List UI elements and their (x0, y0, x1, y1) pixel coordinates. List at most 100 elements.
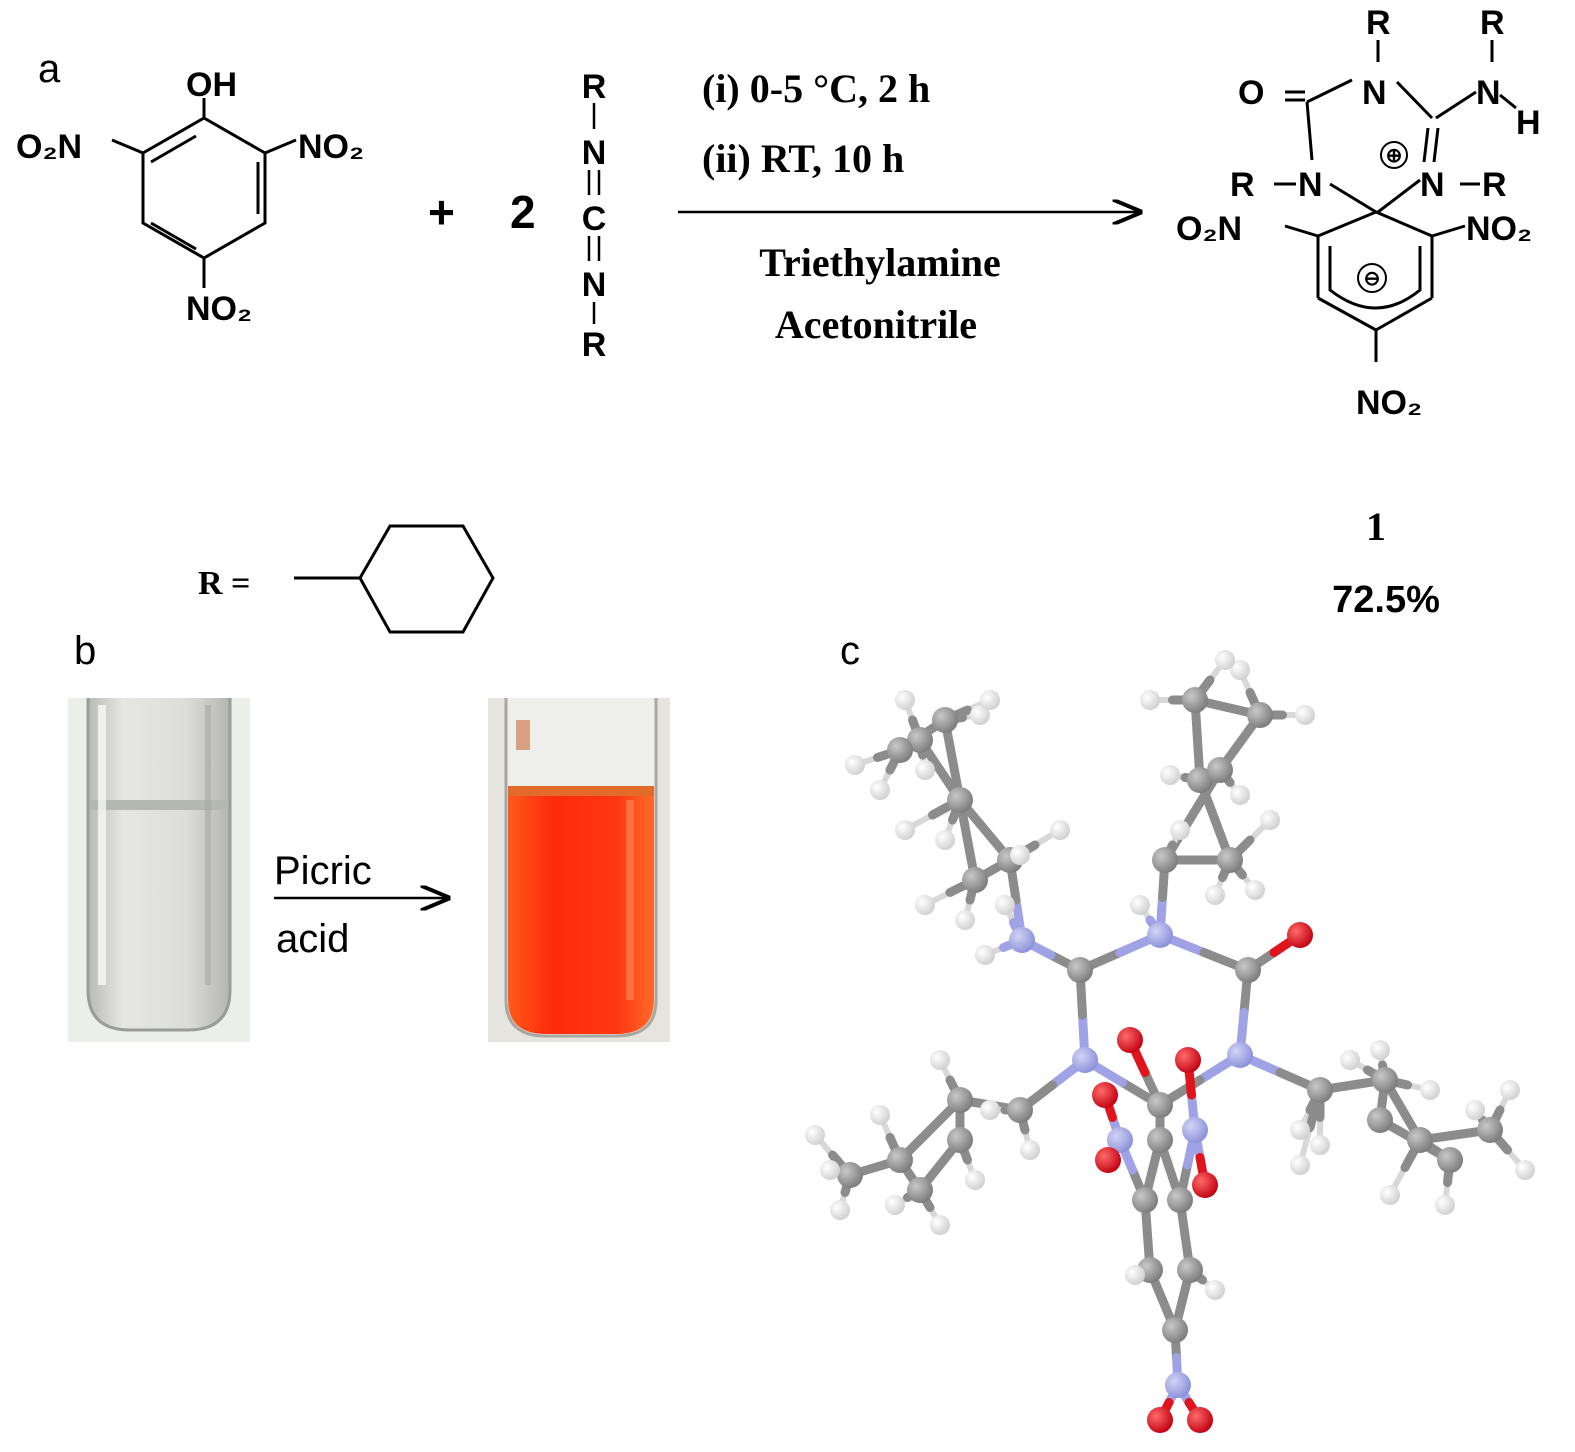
carbon-atom (1187, 767, 1213, 793)
carbodiimide-r-bottom: R (582, 326, 607, 364)
hydrogen-atom (870, 780, 890, 800)
carbon-atom (1177, 1257, 1203, 1283)
carbon-atom (837, 1162, 863, 1188)
hydrogen-atom (930, 1050, 950, 1070)
panel-label-c: c (840, 629, 860, 673)
compound-number: 1 (1366, 504, 1386, 549)
hydrogen-atom (1230, 660, 1250, 680)
carbon-atom (907, 1177, 933, 1203)
carbon-atom (1147, 1127, 1173, 1153)
nitrogen-atom (1182, 1117, 1208, 1143)
carbon-atom (1235, 957, 1261, 983)
hydrogen-atom (1515, 1160, 1535, 1180)
carbon-atom (1367, 1107, 1393, 1133)
product-label-h: H (1516, 104, 1541, 142)
hydrogen-atom (1215, 650, 1235, 670)
product-label-n1: N (1362, 74, 1387, 112)
hydrogen-atom (870, 1105, 890, 1125)
coefficient: 2 (510, 186, 536, 238)
product-label-r-right: R (1482, 166, 1507, 204)
product-label-r-top1: R (1366, 4, 1391, 42)
oxygen-atom (1187, 1407, 1213, 1433)
carbon-atom (1307, 1077, 1333, 1103)
nitrogen-atom (1009, 927, 1035, 953)
hydrogen-atom (1500, 1080, 1520, 1100)
carbon-atom (1407, 1127, 1433, 1153)
hydrogen-atom (1290, 1155, 1310, 1175)
hydrogen-atom (915, 895, 935, 915)
carbodiimide-n-top: N (582, 134, 607, 172)
panel-label-a: a (38, 47, 61, 91)
oxygen-atom (1192, 1172, 1218, 1198)
positive-charge: ⊕ (1386, 145, 1403, 167)
hydrogen-atom (895, 690, 915, 710)
condition-solvent: Acetonitrile (775, 302, 977, 347)
test-tube-before (68, 698, 250, 1042)
hydrogen-atom (975, 945, 995, 965)
nitrogen-atom (1072, 1047, 1098, 1073)
hydrogen-atom (930, 1215, 950, 1235)
hydrogen-atom (1130, 895, 1150, 915)
nitrogen-atom (1227, 1042, 1253, 1068)
carbon-atom (1182, 687, 1208, 713)
hydrogen-atom (1160, 765, 1180, 785)
hydrogen-atom (980, 690, 1000, 710)
hydrogen-atom (1140, 690, 1160, 710)
condition-step2: (ii) RT, 10 h (702, 136, 904, 181)
carbon-atom (947, 1087, 973, 1113)
nitrogen-atom (1147, 922, 1173, 948)
hydrogen-atom (1465, 1100, 1485, 1120)
nitrogen-atom (1107, 1127, 1133, 1153)
carbon-atom (1162, 1317, 1188, 1343)
carbon-atom (1147, 1092, 1173, 1118)
nitrogen-atom (1165, 1372, 1191, 1398)
hydrogen-atom (1125, 1265, 1145, 1285)
hydrogen-atom (1230, 785, 1250, 805)
product-label-n2: N (1298, 166, 1323, 204)
carbon-atom (1372, 1067, 1398, 1093)
test-tube-after (488, 698, 670, 1042)
hydrogen-atom (995, 895, 1015, 915)
hydrogen-atom (1020, 1140, 1040, 1160)
hydrogen-atom (980, 1100, 1000, 1120)
carbon-atom (1437, 1147, 1463, 1173)
oxygen-atom (1175, 1047, 1201, 1073)
oxygen-atom (1117, 1027, 1143, 1053)
hydrogen-atom (955, 910, 975, 930)
hydrogen-atom (1245, 880, 1265, 900)
hydrogen-atom (820, 1160, 840, 1180)
carbodiimide-r-top: R (582, 68, 607, 106)
plus-sign: + (428, 186, 455, 238)
picric-oh-label: OH (186, 66, 237, 104)
hydrogen-atom (970, 705, 990, 725)
hydrogen-atom (1295, 705, 1315, 725)
hydrogen-atom (935, 830, 955, 850)
product-label-n3: N (1420, 166, 1445, 204)
oxygen-atom (1147, 1407, 1173, 1433)
hydrogen-atom (1370, 1040, 1390, 1060)
picric-no2-left-label: O₂N (16, 128, 82, 166)
product-label-r-left: R (1230, 166, 1255, 204)
carbon-atom (907, 727, 933, 753)
picric-acid-structure (111, 98, 297, 288)
carbon-atom (1167, 1187, 1193, 1213)
hydrogen-atom (1205, 1280, 1225, 1300)
carbon-atom (947, 787, 973, 813)
carbon-atom (1217, 847, 1243, 873)
hydrogen-atom (845, 755, 865, 775)
hydrogen-atom (1310, 1135, 1330, 1155)
carbodiimide-c: C (582, 200, 607, 238)
product-label-no2-right: NO₂ (1466, 210, 1532, 248)
oxygen-atom (1092, 1082, 1118, 1108)
picric-no2-bottom-label: NO₂ (186, 290, 252, 328)
hydrogen-atom (1435, 1195, 1455, 1215)
carbon-atom (1007, 1097, 1033, 1123)
r-definition-label: R = (198, 565, 250, 602)
oxygen-atom (1095, 1147, 1121, 1173)
condition-step1: (i) 0-5 °C, 2 h (702, 66, 930, 111)
carbon-atom (1132, 1187, 1158, 1213)
panel-b-label-line1: Picric (274, 849, 372, 893)
panel-b-label-line2: acid (276, 917, 349, 961)
